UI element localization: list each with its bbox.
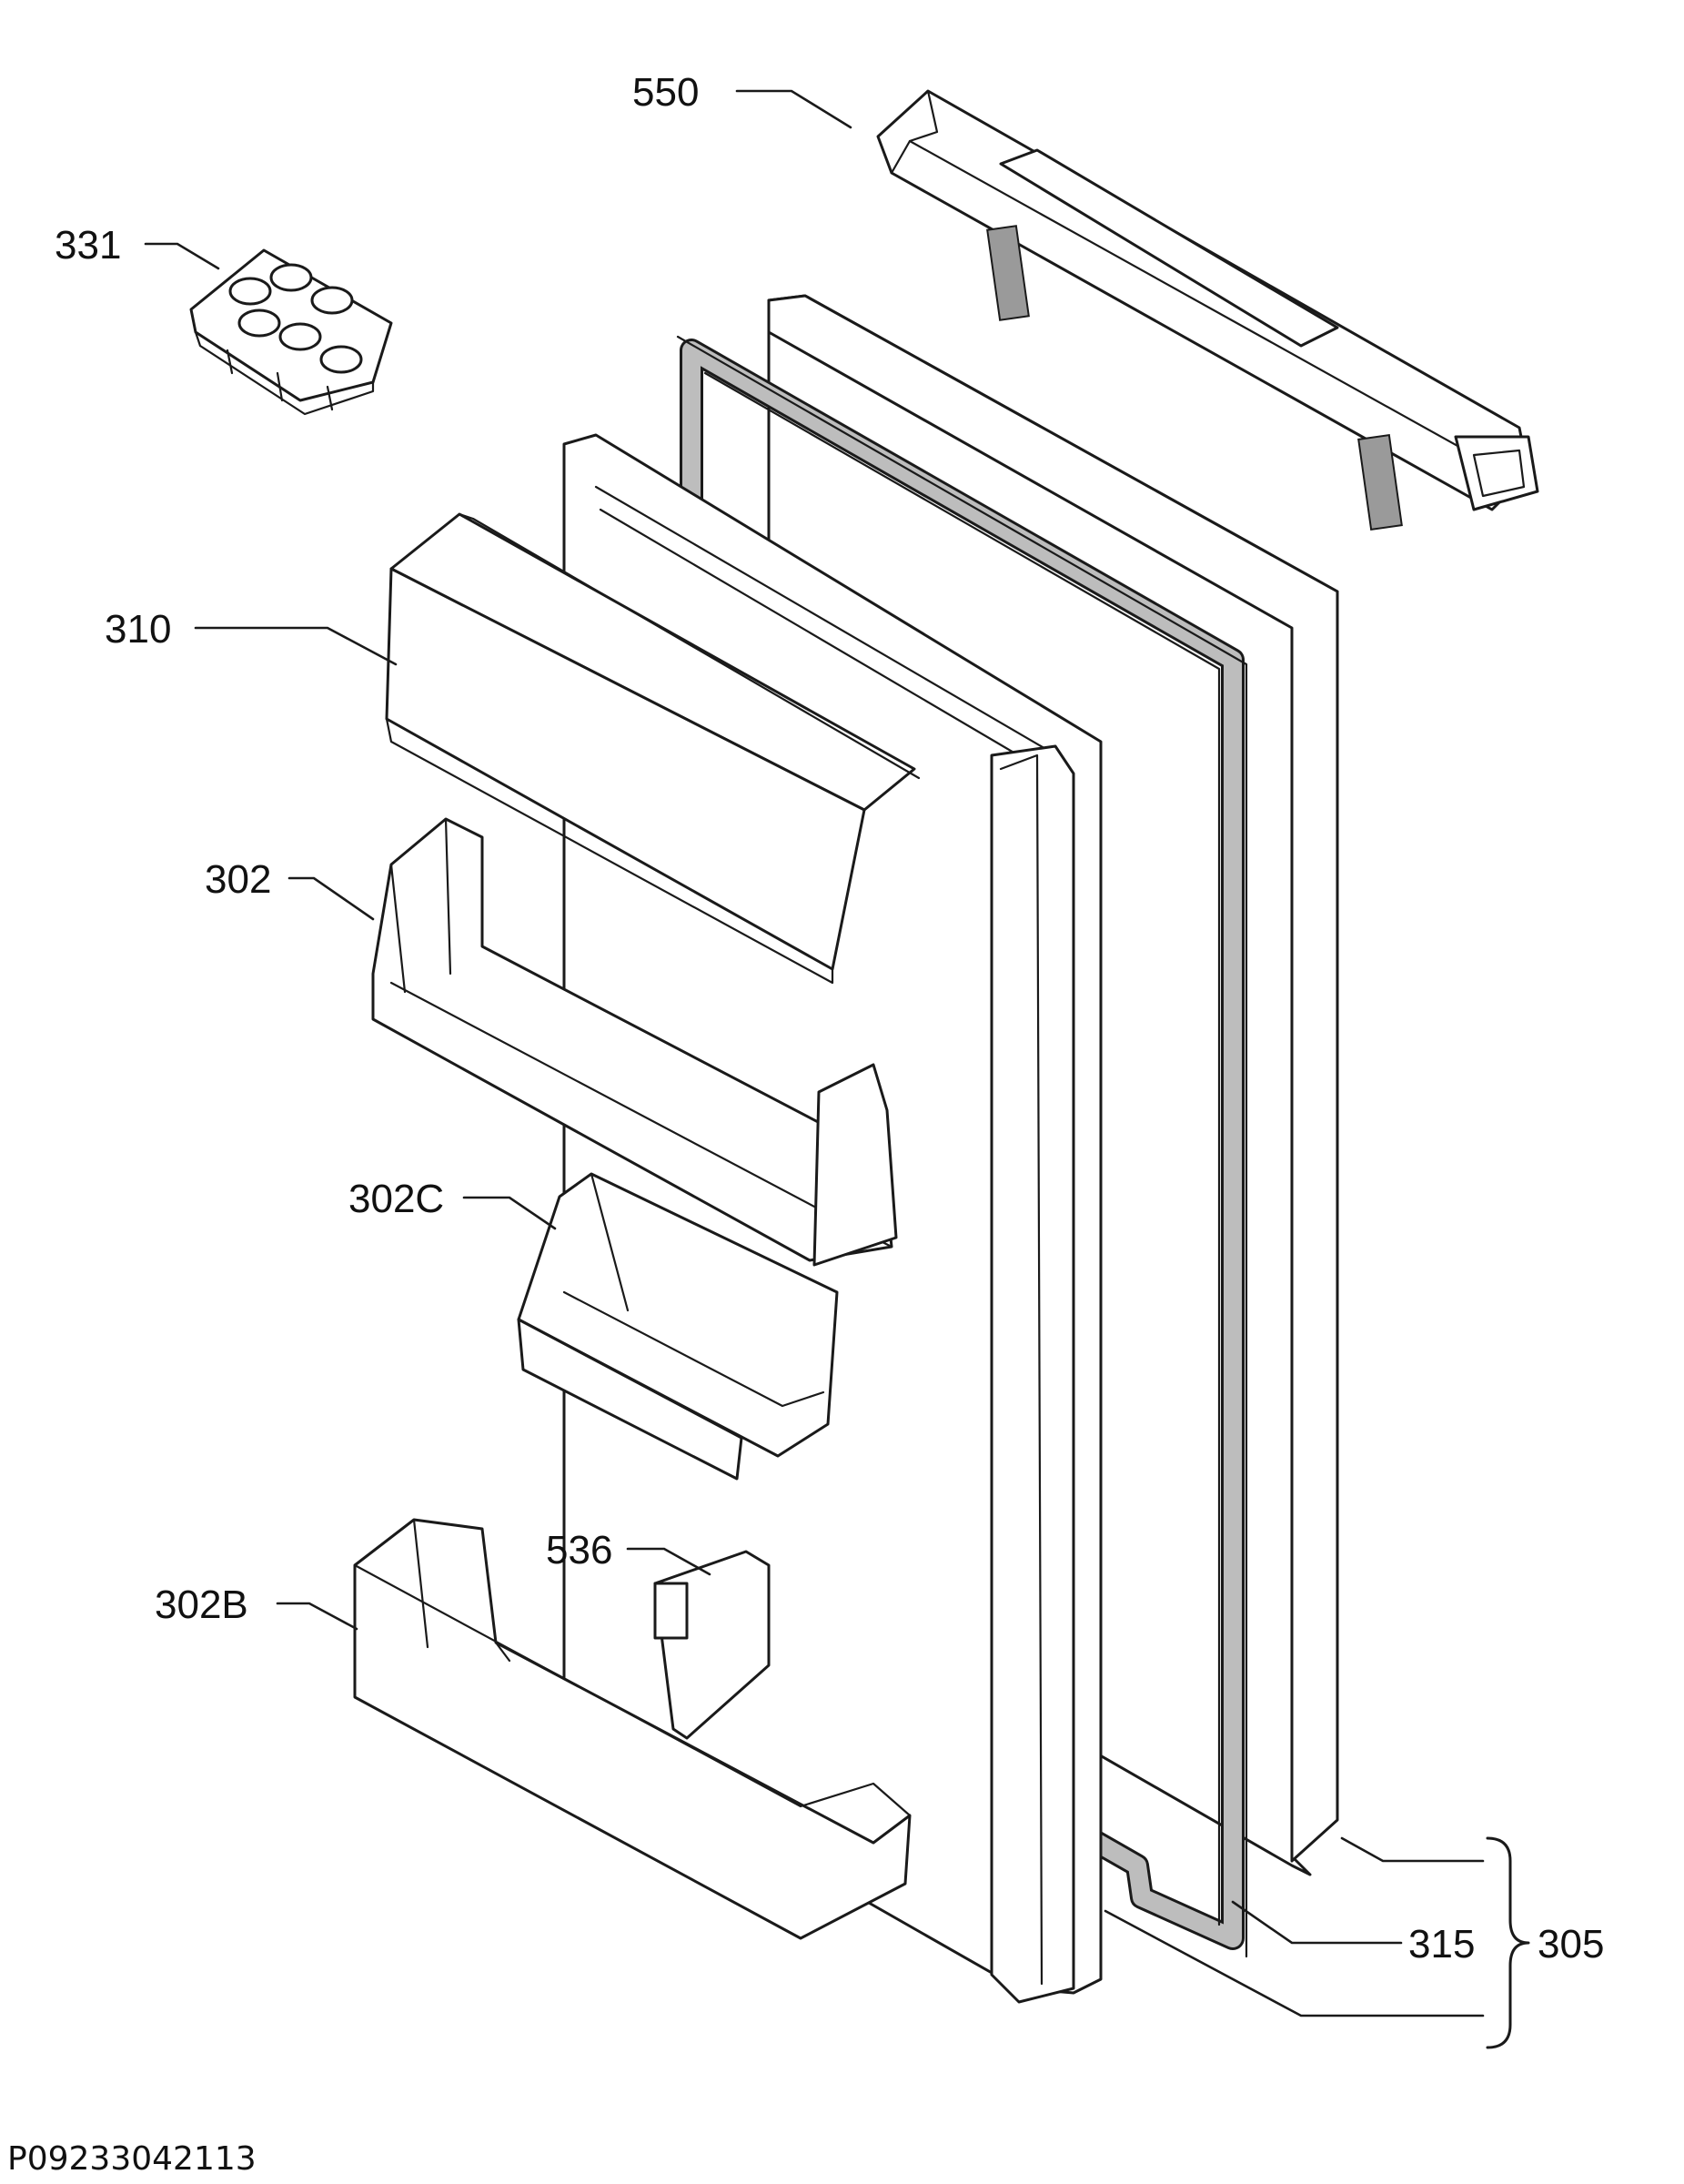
callout-302b: 302B bbox=[155, 1582, 248, 1627]
leader-302 bbox=[287, 876, 375, 921]
brace-305 bbox=[1486, 1836, 1530, 2049]
callout-331: 331 bbox=[55, 223, 121, 268]
part-310-dairy-flap bbox=[385, 512, 921, 985]
leader-305-top bbox=[1340, 1836, 1485, 1863]
leader-lines bbox=[144, 89, 1530, 2049]
part-550-hinge-bar bbox=[876, 89, 1539, 531]
callout-302: 302 bbox=[205, 857, 271, 902]
callout-550: 550 bbox=[632, 70, 699, 115]
callout-536: 536 bbox=[546, 1528, 612, 1572]
leader-302c bbox=[462, 1196, 557, 1230]
leader-550 bbox=[735, 89, 852, 129]
part-302b-bottle-shelf bbox=[353, 1518, 912, 1940]
callout-305: 305 bbox=[1538, 1922, 1604, 1967]
leader-331 bbox=[144, 242, 220, 270]
callout-315: 315 bbox=[1408, 1922, 1475, 1967]
part-302c-small-shelf bbox=[517, 1172, 839, 1481]
part-331-egg-tray bbox=[189, 248, 393, 416]
drawing-reference-id: P09233042113 bbox=[7, 2140, 257, 2178]
callout-310: 310 bbox=[105, 607, 171, 652]
callout-302c: 302C bbox=[348, 1177, 444, 1221]
leader-315 bbox=[1231, 1900, 1403, 1945]
part-302-door-shelf bbox=[371, 817, 898, 1267]
part-536-clip bbox=[653, 1550, 771, 1740]
leader-302b bbox=[276, 1602, 358, 1631]
leader-310 bbox=[194, 626, 398, 666]
leader-305-bottom bbox=[1104, 1909, 1485, 2017]
leader-536 bbox=[626, 1547, 711, 1576]
